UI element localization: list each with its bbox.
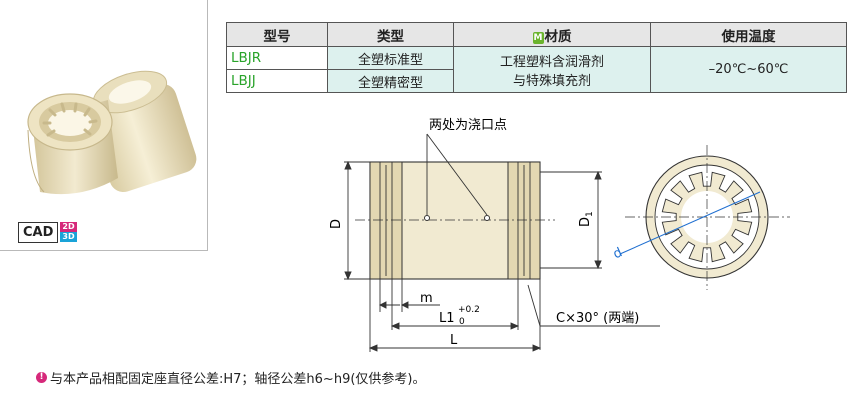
- cad-2d-badge[interactable]: 2D: [60, 222, 77, 232]
- dim-D1: [540, 170, 602, 270]
- header-type: 类型: [327, 22, 454, 47]
- info-icon: !: [36, 372, 47, 383]
- table-row: LBJR 全塑标准型 工程塑料含润滑剂 与特殊填充剂 –20℃~60℃: [226, 46, 847, 93]
- label-D1: D1: [578, 211, 595, 227]
- dim-C: [527, 279, 660, 350]
- material-cell: 工程塑料含润滑剂 与特殊填充剂: [453, 46, 651, 93]
- label-D: D: [329, 219, 344, 229]
- header-material-label: 材质: [544, 28, 572, 45]
- material-line-2: 与特殊填充剂: [512, 73, 591, 89]
- label-C: C×30° (两端): [556, 311, 639, 326]
- label-L1-tol-lower: 0: [459, 317, 465, 327]
- label-L1-tol-upper: +0.2: [458, 305, 480, 315]
- material-line-1: 工程塑料含润滑剂: [499, 54, 604, 70]
- temperature-cell: –20℃~60℃: [650, 46, 847, 93]
- table-row: LBJJ 全塑精密型: [226, 69, 847, 93]
- label-d: d: [611, 245, 625, 262]
- material-icon: M: [532, 31, 544, 44]
- header-temperature: 使用温度: [650, 22, 847, 47]
- dim-D: [344, 160, 370, 281]
- label-m: m: [420, 291, 433, 306]
- footnote: ! 与本产品相配固定座直径公差:H7；轴径公差h6~h9(仅供参考)。: [36, 368, 425, 387]
- label-L1: L1: [439, 311, 455, 326]
- dim-L1: [390, 279, 520, 330]
- cad-dimensions: 2D 3D: [60, 222, 77, 242]
- bushing-end-view: [625, 145, 790, 290]
- product-image: [27, 70, 197, 195]
- gate-note: 两处为浇口点: [429, 118, 507, 133]
- header-model: 型号: [226, 22, 328, 47]
- groove-lines: [379, 162, 531, 279]
- type-cell: 全塑标准型: [327, 46, 454, 70]
- type-cell: 全塑精密型: [327, 69, 454, 93]
- dim-m: [378, 279, 440, 312]
- bushing-front: [27, 93, 118, 195]
- model-cell[interactable]: LBJR: [226, 46, 328, 70]
- cad-label: CAD: [18, 221, 59, 243]
- cad-3d-badge[interactable]: 3D: [60, 232, 77, 242]
- label-L: L: [450, 333, 458, 348]
- footnote-text: 与本产品相配固定座直径公差:H7；轴径公差h6~h9(仅供参考)。: [50, 372, 426, 387]
- gate-points: [424, 133, 490, 221]
- product-photo-panel: CAD 2D 3D: [0, 0, 208, 251]
- cad-badge[interactable]: CAD 2D 3D: [18, 220, 77, 244]
- dim-L: [368, 279, 542, 352]
- model-cell[interactable]: LBJJ: [226, 69, 328, 93]
- dim-d: [619, 191, 761, 255]
